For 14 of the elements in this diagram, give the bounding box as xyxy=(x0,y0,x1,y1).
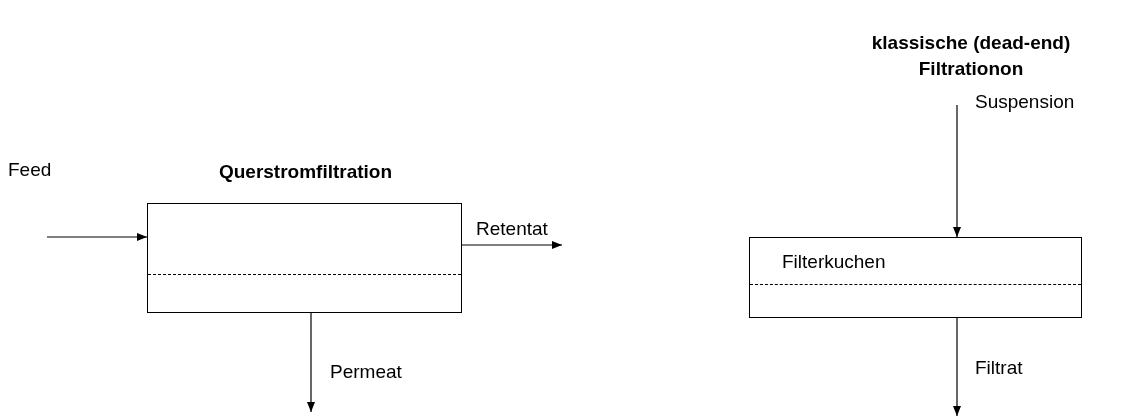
arrow xyxy=(953,317,961,417)
box-label: Filterkuchen xyxy=(782,250,886,274)
edge-label: Filtrat xyxy=(975,356,1023,380)
arrow xyxy=(307,312,315,413)
edge-label: Permeat xyxy=(330,360,402,384)
arrow xyxy=(46,233,148,241)
filter-box xyxy=(749,237,1082,318)
edge-label: Feed xyxy=(8,158,52,182)
arrow xyxy=(953,104,961,238)
heading: Querstromfiltration xyxy=(217,160,394,184)
arrow xyxy=(461,241,563,249)
edge-label: Retentat xyxy=(476,217,548,241)
heading: klassische (dead-end) Filtrationon xyxy=(870,31,1072,81)
edge-label: Suspension xyxy=(975,90,1075,114)
